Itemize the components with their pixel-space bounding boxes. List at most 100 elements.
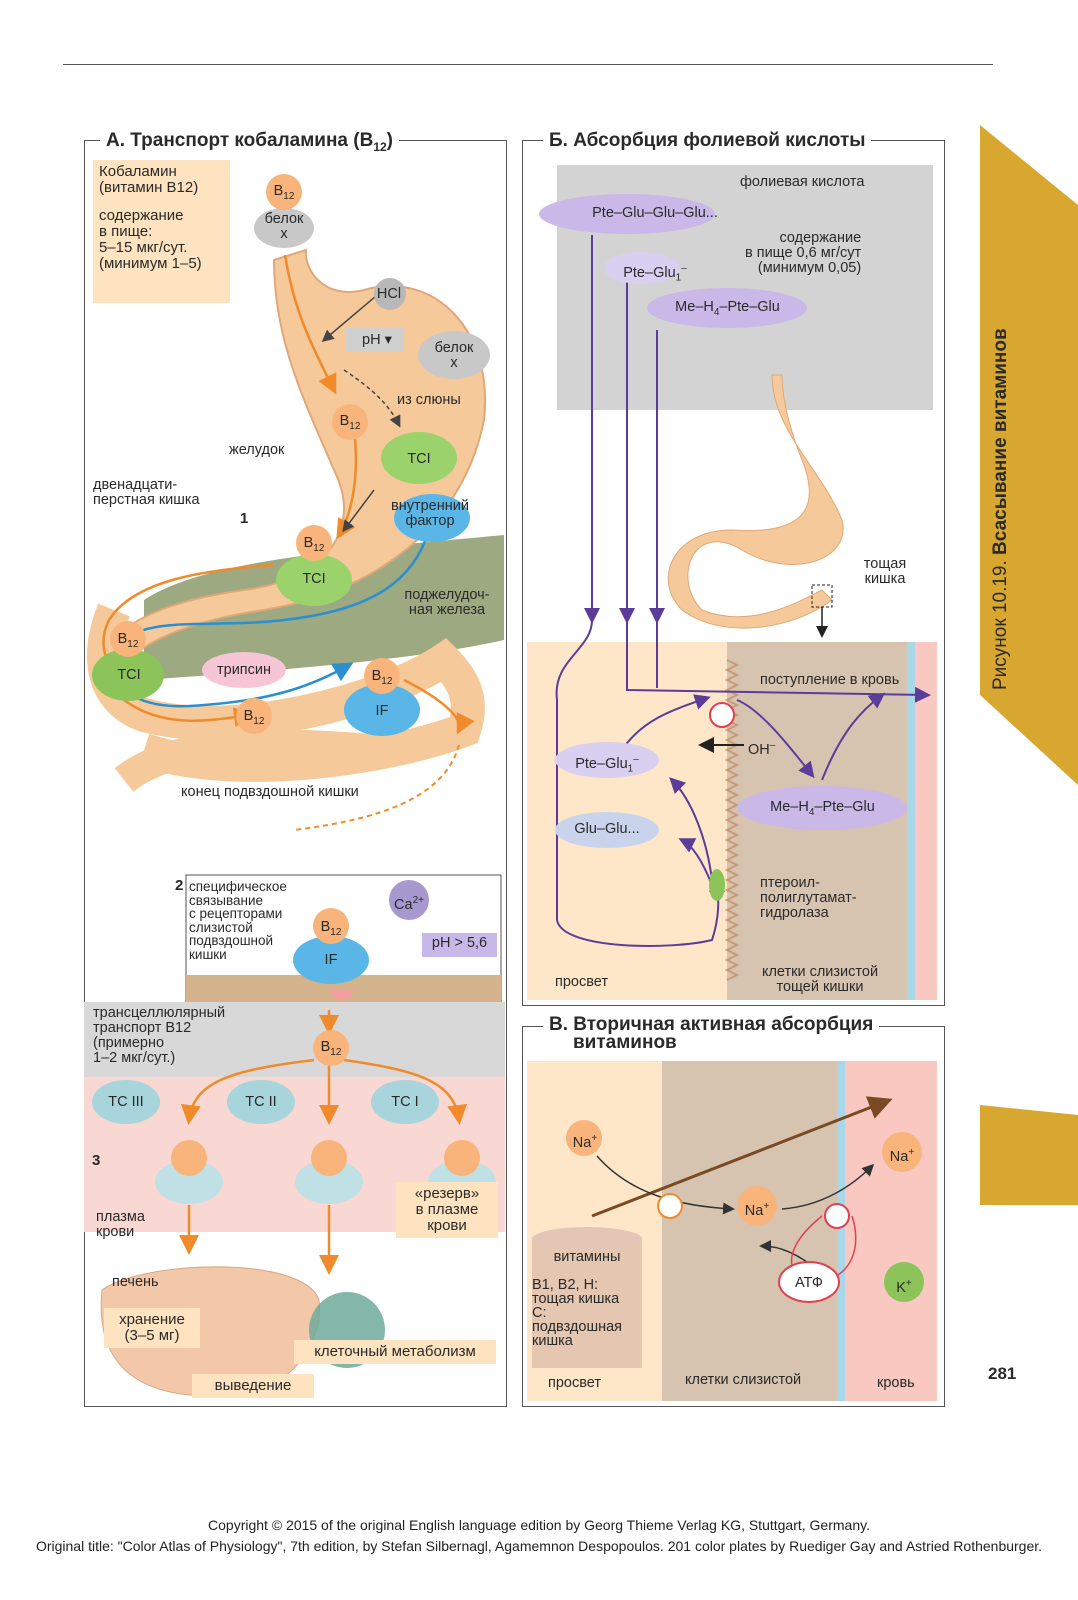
trypsin-node [202, 652, 286, 688]
pte-glu-chain-label: Pte–Glu–Glu–Glu... [592, 205, 718, 221]
cobalamin-note: Кобаламин (витамин B12) содержание в пищ… [93, 160, 230, 303]
cell-metabolism-note: клеточный метаболизм [294, 1340, 496, 1364]
figure-number: Рисунок 10.19. [990, 560, 1011, 690]
b12-tci-duodenum [92, 621, 164, 701]
b12-if-receptor [293, 908, 369, 984]
chapter-sidebar [980, 125, 1078, 1205]
na-label-lumen: Na+ [572, 1133, 598, 1151]
oh-label: OH– [748, 740, 776, 758]
b12-label-8: B12 [320, 1039, 342, 1058]
tc3-node [92, 1080, 160, 1124]
tci-saliva [381, 432, 457, 484]
b12-free [332, 404, 368, 440]
k-label: K+ [896, 1278, 912, 1296]
hcl-ion [374, 278, 406, 310]
stomach-label: желудок [229, 442, 285, 458]
step-2: 2 [175, 877, 184, 894]
duodenum-label: двенадцати-перстная кишка [93, 477, 200, 508]
b12-protein-complex [254, 174, 314, 248]
atp-label: АТФ [795, 1275, 823, 1291]
ileum-end-label: конец подвздошной кишки [181, 784, 359, 800]
folic-acid-label: фолиевая кислота [740, 174, 865, 190]
pancreas-label: поджелудоч-ная железа [404, 587, 490, 618]
copyright-line-1: Copyright © 2015 of the original English… [208, 1517, 870, 1533]
me-h4-label-cell: Me–H4–Pte–Glu [770, 799, 875, 818]
b12-released [236, 698, 272, 734]
hydrolase-label: птероил-полиглутамат-гидролаза [760, 875, 857, 921]
b12-label-4: B12 [117, 631, 139, 650]
ph-value-box [422, 933, 497, 957]
ca-ion [389, 880, 429, 920]
protein-x-freed [418, 331, 490, 379]
tc1-label: TC I [391, 1094, 419, 1110]
b12-label-2: B12 [339, 413, 361, 432]
page-number: 281 [988, 1364, 1017, 1383]
blood-label: кровь [877, 1375, 915, 1391]
tci-label-3: TCI [117, 667, 141, 683]
panel-b-title: Б. Абсорбция фолиевой кислоты [543, 130, 872, 152]
mucosa-cells-label-c: клетки слизистой [685, 1372, 802, 1388]
from-saliva-label: из слюны [397, 392, 461, 408]
b12-label-7: B12 [320, 919, 342, 938]
b12-label-1: B12 [273, 183, 295, 202]
tc1-node [371, 1080, 439, 1124]
na-label-blood: Na+ [889, 1147, 915, 1165]
ph-box [346, 328, 404, 352]
ph-value-label: pH > 5,6 [431, 935, 488, 951]
lumen-label-c: просвет [548, 1375, 601, 1391]
b12-label-3: B12 [303, 535, 325, 554]
b12-label-6: B12 [243, 708, 265, 727]
panel-c-illustration [527, 1061, 937, 1401]
b12-if-complex [344, 658, 420, 736]
pte-glu1-label-top: Pte–Glu1– [623, 263, 687, 284]
tc2-node [227, 1080, 295, 1124]
b12-tc3-bound [155, 1140, 223, 1204]
tc3-label: TC III [108, 1094, 144, 1110]
copyright-line-2: Original title: "Color Atlas of Physiolo… [35, 1538, 1043, 1554]
panel-a-nodes [92, 174, 497, 1204]
ca-label: Ca2+ [394, 895, 424, 913]
pte-glu1-label-lumen: Pte–Glu1– [575, 754, 639, 775]
storage-note: хранение(3–5 мг) [104, 1308, 200, 1348]
to-blood-label: поступление в кровь [760, 672, 900, 688]
if-label-1: IF [375, 703, 389, 719]
tci-label-2: TCI [302, 571, 326, 587]
step-3: 3 [92, 1152, 101, 1169]
intrinsic-factor-node [394, 494, 470, 542]
excretion-note: выведение [192, 1374, 314, 1398]
b12-transcellular [313, 1030, 349, 1066]
b12-tci-complex [276, 525, 352, 606]
lumen-label-b: просвет [555, 974, 608, 990]
top-rule [63, 64, 993, 65]
if-label-2: IF [324, 952, 338, 968]
glu-glu-label: Glu–Glu... [574, 821, 640, 837]
figure-caption: Рисунок 10.19. Всасывание витаминов [990, 328, 1012, 690]
me-h4-label-top: Me–H4–Pte–Glu [675, 299, 780, 318]
hcl-label: HCl [376, 286, 402, 302]
tci-label-1: TCI [407, 451, 431, 467]
panel-a-title: А. Транспорт кобаламина (B12) [100, 130, 399, 154]
tc2-label: TC II [245, 1094, 277, 1110]
panel-a-illustration [84, 248, 505, 1397]
step-1: 1 [240, 510, 249, 527]
ph-label: pH ▾ [362, 332, 392, 348]
trypsin-label: трипсин [216, 662, 271, 678]
na-label-cell: Na+ [744, 1201, 770, 1219]
b12-tc2-bound [295, 1140, 363, 1204]
figure-title: Всасывание витаминов [990, 328, 1011, 555]
liver-label: печень [112, 1274, 159, 1290]
panel-b-illustration [527, 165, 937, 1000]
b12-label-5: B12 [371, 668, 393, 687]
